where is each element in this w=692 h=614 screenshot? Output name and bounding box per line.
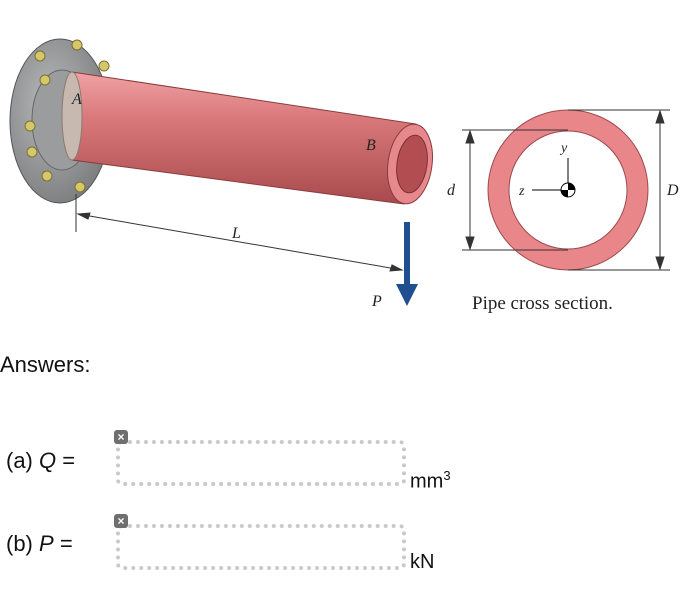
label-b: B <box>366 137 376 154</box>
answer-b-input[interactable] <box>116 524 406 570</box>
dimension-l <box>75 194 404 272</box>
answer-a-clear-icon[interactable]: × <box>114 430 128 444</box>
answer-a-field-group: × <box>114 430 410 488</box>
answer-b-clear-icon[interactable]: × <box>114 514 128 528</box>
answers-heading: Answers: <box>0 352 91 377</box>
answer-b-unit-base: kN <box>410 551 435 573</box>
label-d-inner: d <box>447 182 456 199</box>
pipe-figure: A B L P y z d D <box>9 38 679 314</box>
label-a: A <box>71 91 82 108</box>
label-y: y <box>559 141 568 156</box>
answer-a-unit: mm3 <box>410 468 451 494</box>
answer-b-equals: = <box>59 531 73 556</box>
dimension-d-outer <box>568 109 670 271</box>
answer-a-prefix: (a) <box>6 448 33 473</box>
cross-section <box>487 109 649 271</box>
answer-a-unit-exponent: 3 <box>443 468 451 483</box>
label-d-outer: D <box>666 182 679 199</box>
dimension-d-inner <box>462 129 568 251</box>
answer-b-label: (b) P = <box>6 531 73 557</box>
label-l: L <box>231 225 241 242</box>
load-arrow <box>396 222 418 306</box>
bolts <box>24 39 110 193</box>
answer-b-prefix: (b) <box>6 531 33 556</box>
label-z: z <box>518 184 525 199</box>
answer-a-variable: Q <box>39 448 57 473</box>
pipe <box>61 71 433 205</box>
answer-a-input[interactable] <box>116 440 406 486</box>
answer-a-label: (a) Q = <box>6 448 75 474</box>
answer-b-field-group: × <box>114 514 410 572</box>
answer-b-unit: kN <box>410 551 434 574</box>
answer-b-variable: P <box>39 531 54 556</box>
cross-section-caption: Pipe cross section. <box>472 293 613 314</box>
answer-a-equals: = <box>62 448 76 473</box>
answer-a-unit-base: mm <box>410 470 444 493</box>
label-p: P <box>371 293 382 310</box>
